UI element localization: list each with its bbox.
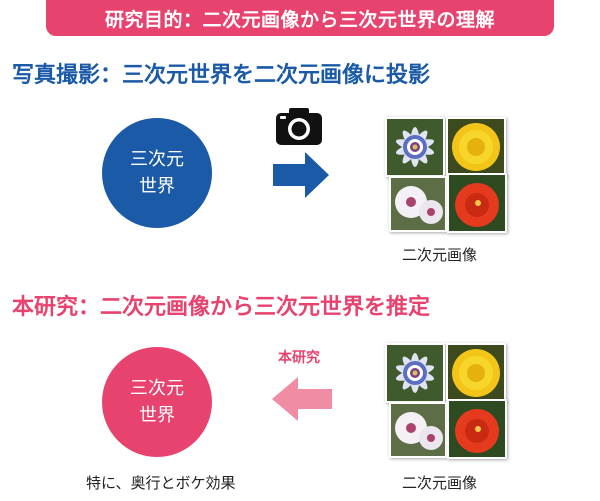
hibiscus-photo [447, 399, 507, 459]
camera-icon [276, 108, 322, 145]
petunia-photo [389, 402, 447, 458]
circle-label-line1: 三次元 [130, 378, 184, 399]
left-arrow-icon [272, 377, 332, 421]
circle-label-line2: 世界 [139, 405, 175, 426]
images-caption-photo: 二次元画像 [402, 246, 478, 264]
right-arrow-icon [273, 152, 329, 198]
estimated-3d-world-circle: 三次元 世界 [102, 347, 212, 457]
circle-label-line1: 三次元 [130, 149, 184, 170]
petunia-photo [389, 176, 447, 232]
images-caption-research: 二次元画像 [402, 474, 478, 492]
depth-bokeh-caption: 特に、奥行とボケ効果 [86, 474, 236, 492]
page-title-banner: 研究目的：二次元画像から三次元世界の理解 [46, 0, 554, 36]
passionflower-photo [385, 117, 445, 177]
page-title: 研究目的：二次元画像から三次元世界の理解 [104, 8, 495, 31]
passionflower-photo [385, 343, 445, 403]
circle-label-line2: 世界 [139, 176, 175, 197]
section-research-heading: 本研究：二次元画像から三次元世界を推定 [12, 295, 431, 320]
section-photo-heading: 写真撮影：三次元世界を二次元画像に投影 [12, 63, 431, 88]
arrow-label: 本研究 [278, 350, 320, 366]
dandelion-photo [446, 117, 506, 177]
three-d-world-circle: 三次元 世界 [102, 118, 212, 228]
dandelion-photo [446, 343, 506, 403]
hibiscus-photo [447, 173, 507, 233]
